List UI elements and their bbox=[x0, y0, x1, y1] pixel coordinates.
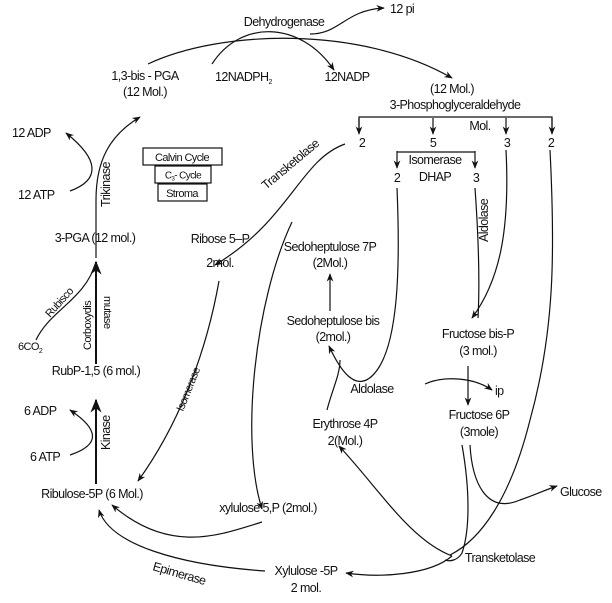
split2-right bbox=[449, 149, 554, 556]
xylulose52-to-ribulose bbox=[111, 504, 263, 538]
frubis-label: Fructose bis-P bbox=[442, 327, 514, 341]
to-ip bbox=[424, 378, 493, 391]
atp12-label: 12 ATP bbox=[18, 188, 55, 202]
ribulose-label: Ribulose-5P (6 Mol.) bbox=[41, 487, 143, 501]
bispga-mol: (12 Mol.) bbox=[123, 85, 167, 99]
isomerase-top-label: Isomerase bbox=[409, 153, 463, 167]
epimerase-arrow bbox=[98, 509, 266, 572]
ribose-label: Ribose 5–P bbox=[191, 232, 250, 246]
transketolase-to-xylulose bbox=[345, 555, 453, 578]
trikinase-arrow bbox=[95, 116, 141, 258]
bispga-label: 1,3-bis - PGA bbox=[111, 69, 179, 83]
adp12-label: 12 ADP bbox=[12, 126, 51, 140]
legend-calvin-cycle: Calvin Cycle bbox=[155, 152, 209, 164]
mutase-label: mutase bbox=[101, 296, 113, 329]
dehydrogenase-label: Dehydrogenase bbox=[244, 15, 325, 29]
dhap-3: 3 bbox=[473, 171, 480, 185]
dhap2-to-sedobis bbox=[328, 187, 399, 383]
trikinase-label: Trikinase bbox=[99, 162, 113, 207]
pgald-label: 3-Phosphoglyceraldehyde bbox=[390, 98, 521, 112]
pgald-mol: (12 Mol.) bbox=[430, 82, 474, 96]
erythrose-mol: 2(Mol.) bbox=[328, 434, 363, 448]
split3-to-frubis bbox=[471, 149, 508, 319]
rubisco-line bbox=[35, 261, 97, 341]
isomerase-label: Isomerase bbox=[175, 366, 204, 414]
co2-label: 6CO2 bbox=[18, 341, 43, 355]
ribose-mol: 2mol. bbox=[206, 256, 234, 270]
atp6-adp6 bbox=[69, 409, 94, 456]
aldolase-vertical-label: Aldolase bbox=[477, 198, 491, 242]
dhap-label: DHAP bbox=[419, 170, 452, 184]
transketolase-to-erythrose bbox=[338, 445, 453, 557]
arrows bbox=[35, 5, 558, 578]
ip-label: ip bbox=[495, 384, 504, 398]
kinase-label: Kinase bbox=[99, 415, 113, 450]
bracket-main bbox=[358, 116, 553, 133]
arc-bispga-to-pgald bbox=[147, 37, 453, 79]
sedo7-label: Sedoheptulose 7P bbox=[284, 240, 377, 254]
aldolase-label: Aldolase bbox=[350, 382, 394, 396]
pi-label: 12 pi bbox=[390, 2, 414, 16]
sedobis-mol: (2mol.) bbox=[316, 330, 351, 344]
atp12-adp12 bbox=[65, 132, 93, 192]
split-2a: 2 bbox=[359, 136, 366, 150]
arc-to-pi bbox=[309, 5, 385, 35]
sedo7-mol: (2Mol.) bbox=[313, 256, 348, 270]
fru6-to-glucose bbox=[469, 444, 558, 505]
rubp-label: RubP-1,5 (6 mol.) bbox=[52, 364, 141, 378]
legend-c3-cycle: C3- Cycle bbox=[165, 171, 202, 183]
xylulose52-label: xylulose 5,P (2mol.) bbox=[219, 501, 317, 515]
isomerase-arrow bbox=[137, 280, 220, 482]
split-2b: 2 bbox=[548, 136, 555, 150]
transketolase-xylulose bbox=[251, 221, 293, 510]
legend-stroma: Stroma bbox=[166, 188, 199, 200]
nadph-label: 12NADPH2 bbox=[215, 70, 272, 86]
epimerase-label: Epimerase bbox=[151, 559, 208, 588]
split-3: 3 bbox=[504, 136, 511, 150]
erythrose-up bbox=[326, 359, 341, 411]
fru6-down bbox=[444, 444, 469, 562]
pga3-label: 3-PGA (12 mol.) bbox=[55, 231, 136, 245]
rubisco-label: Rubisco bbox=[43, 285, 76, 320]
frubis-mol: (3 mol.) bbox=[459, 344, 497, 358]
fru6-label: Fructose 6P bbox=[449, 408, 510, 422]
legend-stack: Calvin Cycle C3- Cycle Stroma bbox=[142, 147, 223, 202]
arc-nadph-nadp bbox=[211, 31, 335, 71]
glucose-label: Glucose bbox=[560, 485, 602, 499]
xylulose-mol: 2 mol. bbox=[291, 581, 322, 595]
adp6-label: 6 ADP bbox=[24, 404, 57, 418]
carboxydis-label: Corboxydis bbox=[82, 300, 94, 350]
labels: Dehydrogenase 12 pi 1,3-bis - PGA (12 Mo… bbox=[12, 2, 603, 595]
atp6-label: 6 ATP bbox=[30, 450, 60, 464]
dhap-2: 2 bbox=[394, 171, 401, 185]
xylulose-label: Xylulose -5P bbox=[275, 564, 338, 578]
split-5: 5 bbox=[430, 136, 437, 150]
mol-label: Mol. bbox=[469, 119, 490, 133]
fru6-mol: (3mole) bbox=[460, 425, 499, 439]
erythrose-label: Erythrose 4P bbox=[312, 417, 377, 431]
dhap3-line bbox=[474, 187, 480, 319]
sedobis-label: Sedoheptulose bis bbox=[287, 314, 380, 328]
transketolase-bottom-label: Transketolase bbox=[465, 551, 536, 565]
nadp-label: 12NADP bbox=[324, 70, 369, 84]
transketolase-top-label: Transketolase bbox=[259, 136, 322, 192]
transketolase-ribose bbox=[214, 143, 346, 266]
